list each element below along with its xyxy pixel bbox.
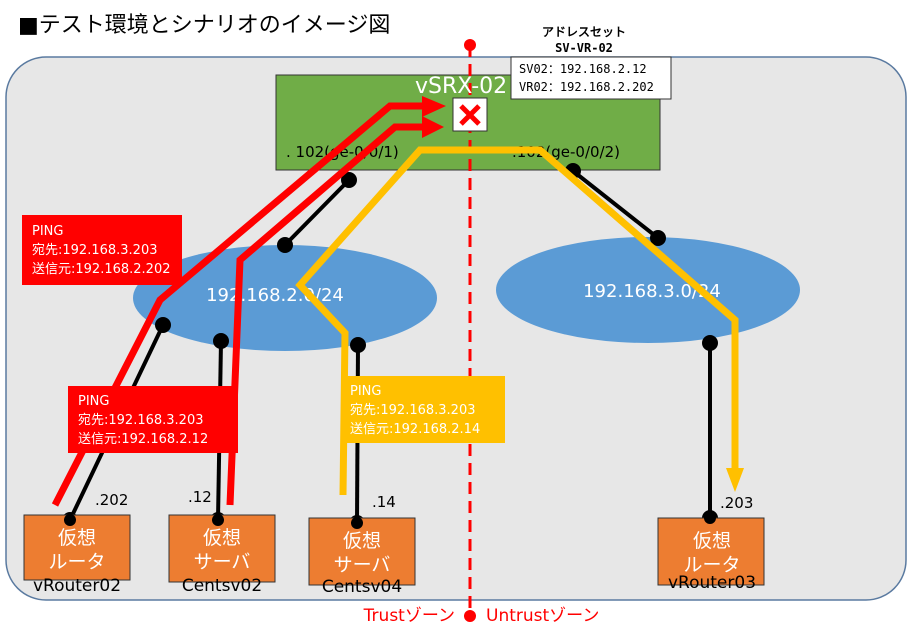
allowed-flow-centsv04 <box>295 146 739 496</box>
svg-text:宛先:192.168.3.203: 宛先:192.168.3.203 <box>350 403 476 418</box>
untrust-zone-label: Untrustゾーン <box>486 606 599 626</box>
zone-line-endpoint <box>464 610 476 622</box>
arrow-head-icon <box>726 468 744 492</box>
link <box>571 169 660 240</box>
network-192-168-2 <box>133 245 437 351</box>
svg-text:.12: .12 <box>188 488 212 506</box>
svg-text:仮想: 仮想 <box>343 530 381 552</box>
trust-zone-label: Trustゾーン <box>363 606 455 626</box>
svg-text:ルータ: ルータ <box>48 551 105 573</box>
x-mark-icon <box>459 104 481 126</box>
address-set-name: SV-VR-02 <box>555 41 613 55</box>
svg-text:PING: PING <box>350 384 381 399</box>
blocked-flow-centsv02 <box>226 123 425 506</box>
svg-text:仮想: 仮想 <box>58 527 96 549</box>
svg-text:.14: .14 <box>372 493 396 511</box>
firewall-name: vSRX-02 <box>415 74 507 99</box>
address-set-header: アドレスセット <box>542 25 626 39</box>
svg-text:送信元:192.168.2.12: 送信元:192.168.2.12 <box>78 432 208 447</box>
ping-label: PING 宛先:192.168.3.203 送信元:192.168.2.202 <box>22 215 182 285</box>
svg-text:仮想: 仮想 <box>693 530 731 552</box>
svg-text:vRouter02: vRouter02 <box>33 576 121 596</box>
svg-text:PING: PING <box>78 394 109 409</box>
link <box>283 178 351 247</box>
arrow-head-icon <box>422 116 444 138</box>
address-set-entry: VR02：192.168.2.202 <box>519 80 654 94</box>
svg-text:サーバ: サーバ <box>334 554 391 576</box>
svg-text:vRouter03: vRouter03 <box>668 573 756 593</box>
address-set-entry: SV02：192.168.2.12 <box>519 62 647 76</box>
svg-text:宛先:192.168.3.203: 宛先:192.168.3.203 <box>32 243 158 258</box>
zone-line-endpoint <box>464 39 476 51</box>
svg-text:.202: .202 <box>95 491 128 509</box>
node-vrouter02: 仮想 ルータ vRouter02 .202 <box>23 491 131 596</box>
svg-text:ルータ: ルータ <box>683 554 740 576</box>
svg-text:サーバ: サーバ <box>194 551 251 573</box>
ping-label: PING 宛先:192.168.3.203 送信元:192.168.2.14 <box>345 376 505 443</box>
network-192-168-3 <box>496 237 800 343</box>
node-centsv02: 仮想 サーバ Centsv02 .12 <box>168 488 276 596</box>
svg-text:Centsv04: Centsv04 <box>322 577 402 597</box>
page-title: ■テスト環境とシナリオのイメージ図 <box>18 13 390 38</box>
ping-label: PING 宛先:192.168.3.203 送信元:192.168.2.12 <box>68 386 238 453</box>
svg-text:.203: .203 <box>720 494 753 512</box>
network-label: 192.168.2.0/24 <box>206 285 344 306</box>
node-centsv04: 仮想 サーバ Centsv04 .14 <box>308 493 416 597</box>
svg-text:宛先:192.168.3.203: 宛先:192.168.3.203 <box>78 413 204 428</box>
svg-text:PING: PING <box>32 224 63 239</box>
node-vrouter03: 仮想 ルータ vRouter03 .203 <box>657 494 765 593</box>
address-set-box <box>510 56 672 100</box>
arrow-head-icon <box>422 96 446 117</box>
svg-text:Centsv02: Centsv02 <box>182 576 262 596</box>
svg-text:仮想: 仮想 <box>203 527 241 549</box>
network-label: 192.168.3.0/24 <box>583 281 721 302</box>
svg-text:送信元:192.168.2.202: 送信元:192.168.2.202 <box>32 262 171 277</box>
svg-text:送信元:192.168.2.14: 送信元:192.168.2.14 <box>350 422 480 437</box>
